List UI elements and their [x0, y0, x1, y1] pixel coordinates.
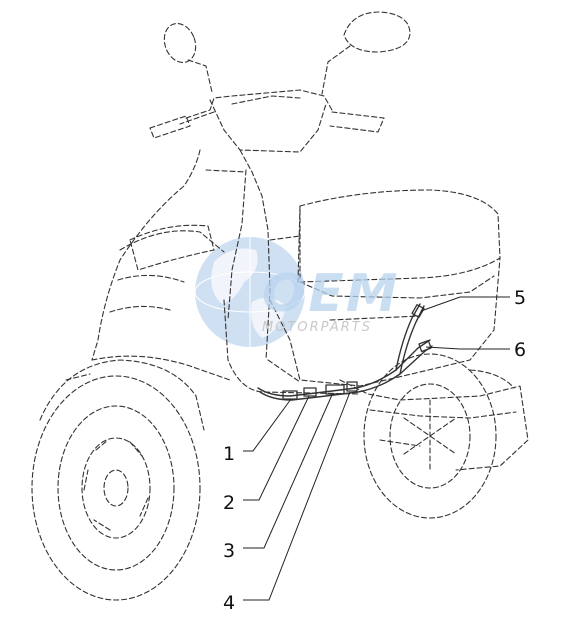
leader-lines: [243, 296, 510, 601]
left-mirror: [163, 22, 213, 93]
callout-3: 3: [223, 540, 236, 562]
watermark-globe-icon: [194, 237, 306, 347]
seat-and-body: [267, 189, 501, 387]
cable-harness: [257, 303, 433, 401]
callout-5: 5: [514, 287, 527, 309]
front-wheel: [31, 375, 201, 601]
watermark-tagline: MOTORPARTS: [262, 320, 372, 335]
callout-6: 6: [514, 339, 527, 361]
engine-unit: [339, 369, 529, 471]
harness-connectors: [282, 304, 432, 400]
front-shield: [91, 149, 271, 361]
callout-2: 2: [223, 492, 236, 514]
watermark-brand: OEM: [262, 264, 400, 324]
rear-wheel: [363, 353, 497, 519]
handlebar-assembly: [149, 89, 385, 153]
headlight: [129, 224, 215, 271]
callout-4: 4: [223, 592, 236, 614]
front-fender: [39, 359, 205, 431]
right-mirror: [321, 11, 411, 95]
floorboard: [91, 299, 361, 395]
callout-1: 1: [223, 443, 236, 465]
